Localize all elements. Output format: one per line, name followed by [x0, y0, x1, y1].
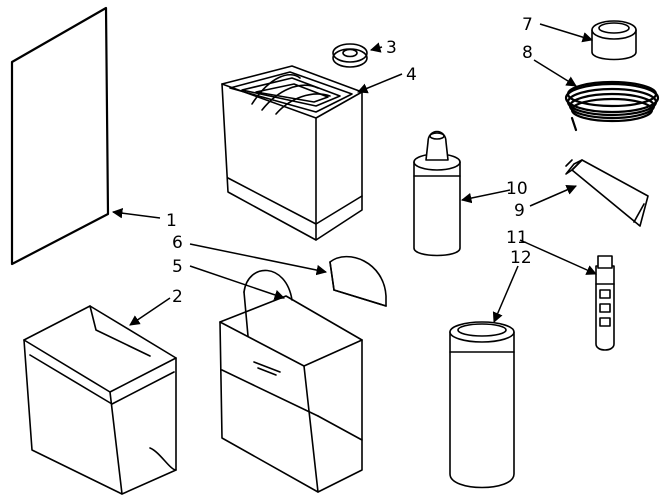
callout-3: 3 [386, 38, 397, 58]
callout-2: 2 [172, 287, 183, 307]
callout-4: 4 [406, 65, 417, 85]
part-7-jar [539, 20, 637, 61]
part-2-bag [23, 297, 177, 495]
callout-6: 6 [172, 233, 183, 253]
part-11-vial [519, 239, 615, 351]
callout-8: 8 [522, 43, 533, 63]
callout-1: 1 [166, 211, 177, 231]
callout-12: 12 [510, 248, 532, 268]
part-10-spray-can [413, 130, 511, 257]
part-3-seal [332, 42, 383, 68]
part-5-holder [189, 265, 363, 493]
part-8-coil [533, 59, 660, 132]
part-4-container [221, 65, 403, 241]
callout-7: 7 [522, 15, 533, 35]
part-12-tall-can [449, 265, 519, 489]
callout-5: 5 [172, 257, 183, 277]
callout-11: 11 [506, 228, 528, 248]
callout-10: 10 [506, 179, 528, 199]
part-1-panel [10, 6, 161, 266]
callout-labels: 1 2 3 4 5 6 7 8 9 10 11 12 [166, 15, 533, 307]
callout-9: 9 [514, 201, 525, 221]
part-9-tube [529, 159, 649, 227]
part-6-filter [189, 243, 387, 307]
